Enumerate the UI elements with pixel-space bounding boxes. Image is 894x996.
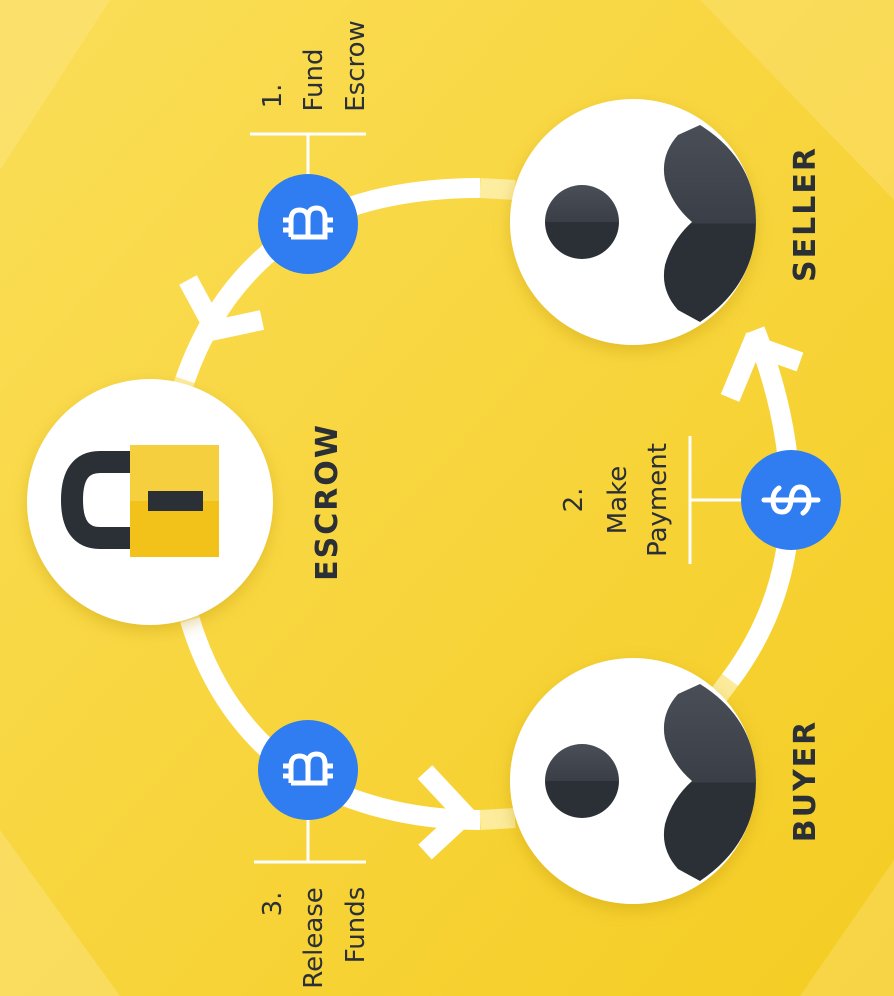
step-2-line1: Make (603, 466, 633, 535)
bitcoin-icon (283, 205, 333, 240)
corner-decoration-tr (700, 0, 894, 200)
padlock-icon (60, 445, 219, 557)
step-3-number: 3. (258, 892, 288, 917)
buyer-label: BUYER (788, 720, 823, 843)
dollar-icon (761, 484, 821, 516)
user-icon (545, 125, 756, 322)
step-2-line2: Payment (643, 443, 673, 557)
step-3-line2: Funds (341, 887, 371, 964)
buyer-node (510, 658, 756, 904)
corner-decoration-br (800, 860, 894, 996)
arrow-head-to-buyer (417, 765, 480, 860)
user-icon (545, 684, 756, 881)
step-3: 3. Release Funds (254, 720, 371, 989)
bitcoin-icon (283, 751, 333, 786)
step-1: 1. Fund Escrow (250, 20, 371, 274)
escrow-node (27, 379, 273, 625)
arrow-head-to-escrow (179, 275, 265, 342)
seller-node (510, 99, 756, 345)
escrow-label: ESCROW (310, 423, 345, 581)
step-2-number: 2. (559, 488, 589, 513)
corner-decoration-tl (0, 0, 110, 170)
step-1-line2: Escrow (341, 20, 371, 112)
step-1-line1: Fund (299, 49, 329, 112)
step-3-line1: Release (299, 887, 329, 989)
step-1-number: 1. (258, 84, 288, 109)
arrow-head-to-seller (720, 332, 804, 402)
seller-label: SELLER (788, 146, 823, 282)
step-2: 2. Make Payment (559, 436, 841, 564)
corner-decoration-bl (0, 830, 120, 996)
